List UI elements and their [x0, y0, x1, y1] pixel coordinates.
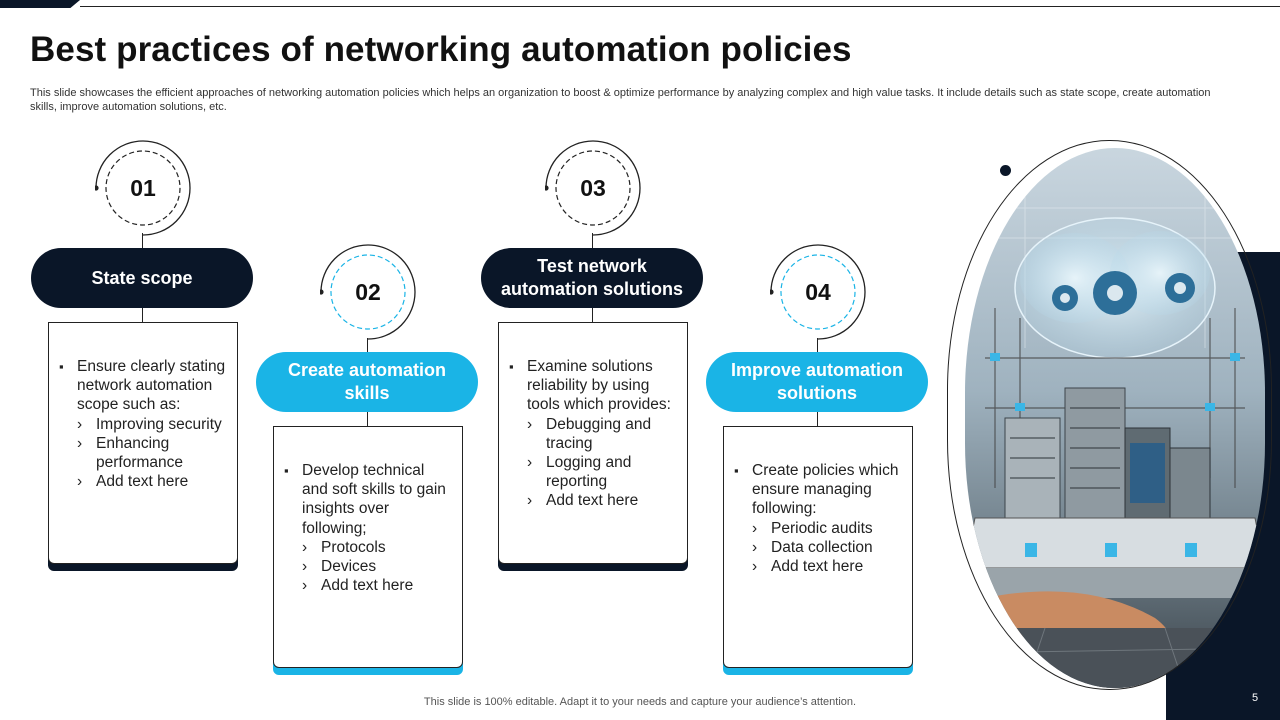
connector-line [367, 338, 368, 353]
step-heading-text: Improve automation solutions [730, 360, 904, 403]
step-02-card: Develop technical and soft skills to gai… [273, 426, 463, 668]
badge-ring-icon [770, 244, 866, 340]
list-item: Add text here [59, 472, 227, 491]
image-outline [947, 140, 1272, 690]
step-04-heading: Improve automation solutions [706, 352, 928, 412]
list-item: Periodic audits [734, 519, 902, 538]
list-item: Add text here [509, 491, 677, 510]
list-item: Add text here [734, 557, 902, 576]
list-item: Devices [284, 557, 452, 576]
list-lead: Ensure clearly stating network automatio… [59, 357, 227, 415]
step-heading-text: Create automation skills [287, 360, 447, 403]
badge-ring-icon [545, 140, 641, 236]
list-item: Protocols [284, 538, 452, 557]
slide-title: Best practices of networking automation … [30, 30, 852, 69]
step-number: 03 [580, 174, 606, 201]
list-item: Improving security [59, 415, 227, 434]
list-item: Data collection [734, 538, 902, 557]
step-number: 04 [805, 278, 831, 305]
step-number: 01 [130, 174, 156, 201]
list-lead: Create policies which ensure managing fo… [734, 461, 902, 519]
decorative-dot [1000, 165, 1011, 176]
top-accent-bar [0, 0, 80, 8]
page-number: 5 [1251, 692, 1259, 704]
step-list: Examine solutions reliability by using t… [509, 357, 677, 511]
top-divider-line [80, 6, 1280, 7]
list-item: Debugging and tracing [509, 415, 677, 453]
footer-note: This slide is 100% editable. Adapt it to… [423, 696, 857, 708]
step-list: Create policies which ensure managing fo… [734, 461, 902, 576]
step-list: Ensure clearly stating network automatio… [59, 357, 227, 492]
list-lead: Examine solutions reliability by using t… [509, 357, 677, 415]
step-02-heading: Create automation skills [256, 352, 478, 412]
step-03-number-badge: 03 [545, 140, 641, 236]
step-02-number-badge: 02 [320, 244, 416, 340]
list-lead: Develop technical and soft skills to gai… [284, 461, 452, 538]
connector-line [817, 338, 818, 353]
connector-line [142, 233, 143, 249]
step-01-heading: State scope [31, 248, 253, 308]
step-04-card: Create policies which ensure managing fo… [723, 426, 913, 668]
step-03-card: Examine solutions reliability by using t… [498, 322, 688, 564]
step-03-heading: Test network automation solutions [481, 248, 703, 308]
connector-line [592, 308, 593, 322]
step-04-number-badge: 04 [770, 244, 866, 340]
badge-ring-icon [320, 244, 416, 340]
connector-line [142, 308, 143, 322]
step-heading-text: Test network automation solutions [501, 256, 683, 299]
connector-line [367, 412, 368, 426]
step-01-card: Ensure clearly stating network automatio… [48, 322, 238, 564]
list-item: Logging and reporting [509, 453, 677, 491]
network-image-frame [947, 140, 1272, 690]
connector-line [592, 233, 593, 249]
slide-subtitle: This slide showcases the efficient appro… [30, 87, 1211, 113]
step-list: Develop technical and soft skills to gai… [284, 461, 452, 596]
network-datacenter-image [965, 148, 1265, 688]
list-item: Add text here [284, 576, 452, 595]
connector-line [817, 412, 818, 426]
list-item: Enhancing performance [59, 434, 227, 472]
step-01-number-badge: 01 [95, 140, 191, 236]
datacenter-illustration-icon [965, 148, 1265, 688]
step-number: 02 [355, 278, 381, 305]
step-heading-text: State scope [91, 267, 193, 288]
badge-ring-icon [95, 140, 191, 236]
